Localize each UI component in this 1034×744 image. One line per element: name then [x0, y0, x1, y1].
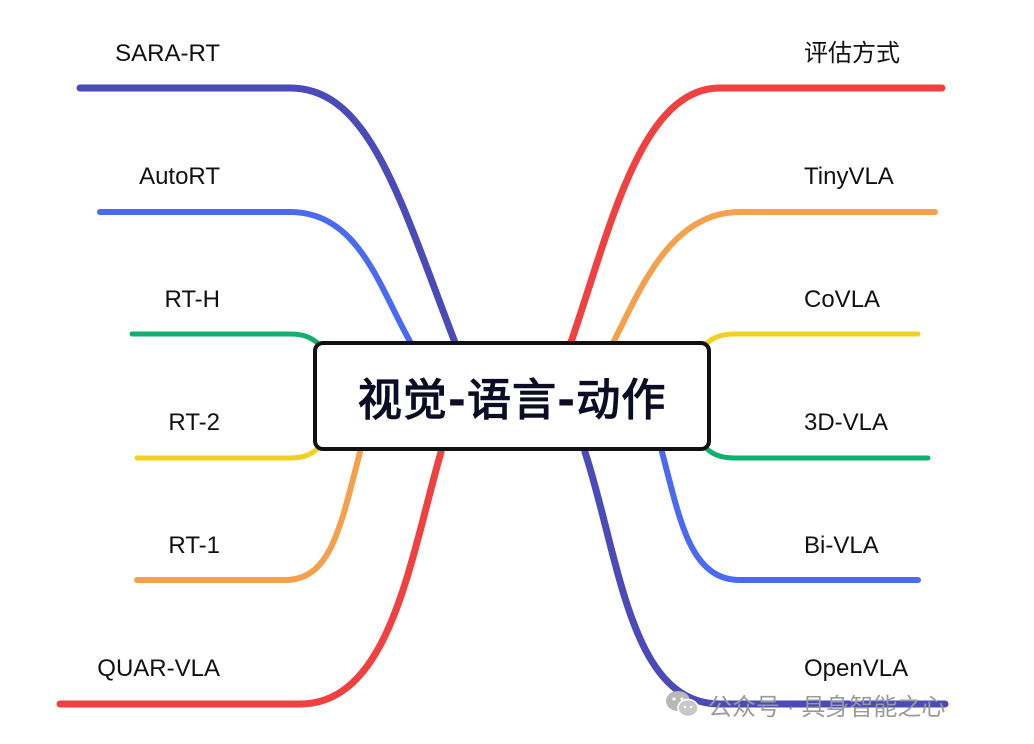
branch-right-3dvla: [703, 445, 931, 461]
watermark: 公众号 · 具身智能之心: [664, 686, 945, 722]
branch-right-eval: [566, 84, 946, 349]
branch-right-covla: [702, 331, 921, 348]
label-rt-1: RT-1: [168, 532, 220, 559]
label-3dvla: 3D-VLA: [804, 409, 889, 436]
watermark-text: 公众号 · 具身智能之心: [708, 693, 946, 721]
central-topic-title: 视觉-语言-动作: [357, 375, 667, 426]
branch-right-bivla: [659, 449, 921, 583]
label-bivla: Bi-VLA: [804, 532, 879, 559]
label-tinyvla: TinyVLA: [804, 163, 894, 190]
branch-left-quar-vla: [56, 448, 445, 708]
branch-left-rt-1: [134, 449, 363, 583]
label-autort: AutoRT: [139, 163, 220, 190]
label-quar-vla: QUAR-VLA: [97, 655, 220, 682]
branch-left-rt-2: [134, 445, 321, 461]
branch-left-autort: [97, 209, 415, 348]
wechat-icon: [666, 691, 699, 718]
branch-left-sara-rt: [76, 84, 460, 349]
label-rt-h: RT-H: [164, 286, 220, 313]
branch-right-openvla: [581, 448, 949, 708]
label-sara-rt: SARA-RT: [115, 40, 220, 67]
branch-left-rt-h: [129, 331, 323, 348]
label-openvla: OpenVLA: [804, 655, 909, 682]
label-covla: CoVLA: [804, 286, 881, 313]
label-rt-2: RT-2: [168, 409, 220, 436]
central-topic-node: 视觉-语言-动作: [313, 341, 711, 451]
branch-right-tinyvla: [609, 209, 938, 348]
label-eval: 评估方式: [804, 40, 900, 67]
